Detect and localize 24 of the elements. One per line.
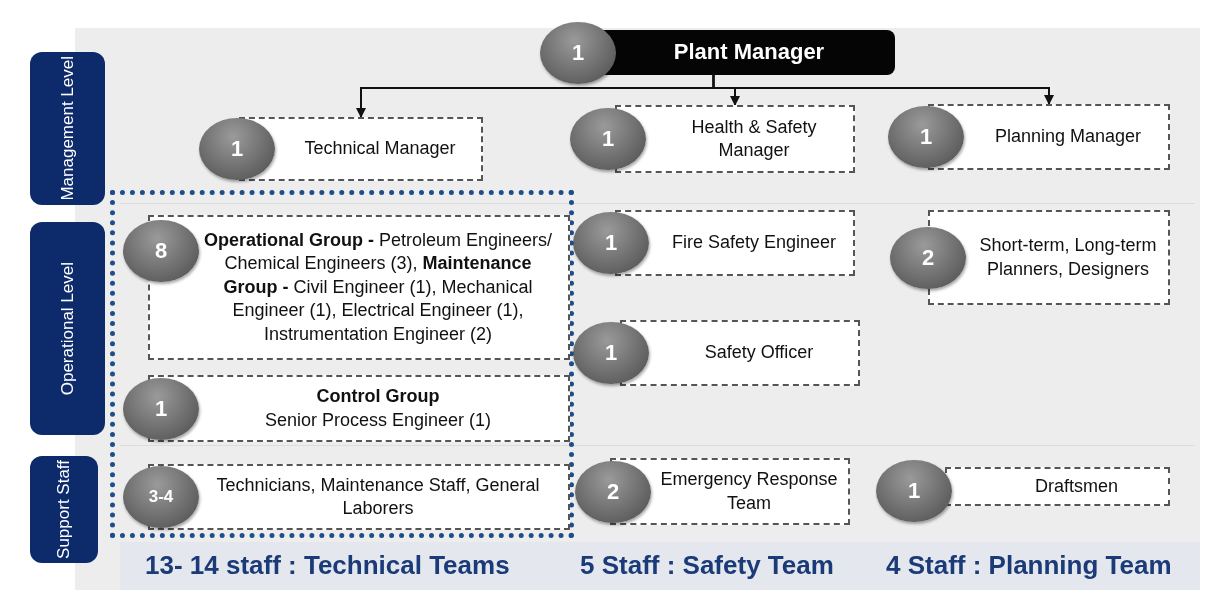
role-text: Safety Officer (704, 341, 814, 365)
role-text: Technicians, Maintenance Staff, General Laborers (215, 473, 541, 520)
role-text: Fire Safety Engineer (671, 231, 837, 255)
level-label: Operational Level (57, 261, 78, 396)
level-tab (30, 456, 98, 563)
level-label: Support Staff (54, 460, 74, 559)
role-text: Short-term, Long-term Planners, Designers (978, 234, 1158, 281)
team-total-label: 13- 14 staff : Technical Teams (145, 550, 510, 581)
level-tab (30, 52, 105, 205)
role-text: Plant Manager (673, 38, 825, 67)
level-label: Management Level (57, 56, 78, 201)
role-text: Draftsmen (1035, 474, 1118, 498)
role-text: Senior Process Engineer (1) (264, 408, 492, 432)
team-total-label: 5 Staff : Safety Team (580, 550, 834, 581)
role-text: Operational Group - Petroleum Engineers/ Chemical Engineers (3), Maintenance Group - Civil Engineer (1), Mechanical Engineer (1), Electrical Engineer (1), Instrumentation Engineer (2) (202, 229, 554, 346)
connector-arrow (712, 74, 1054, 105)
group-outline (110, 190, 574, 538)
role-text: Technical Manager (304, 137, 456, 161)
level-tab (30, 222, 105, 435)
team-total-label: 4 Staff : Planning Team (886, 550, 1172, 581)
role-text: Health & Safety Manager (690, 115, 818, 162)
group-heading: Control Group (316, 385, 440, 409)
role-text: Emergency Response Team (659, 468, 839, 515)
role-text: Planning Manager (994, 125, 1142, 149)
